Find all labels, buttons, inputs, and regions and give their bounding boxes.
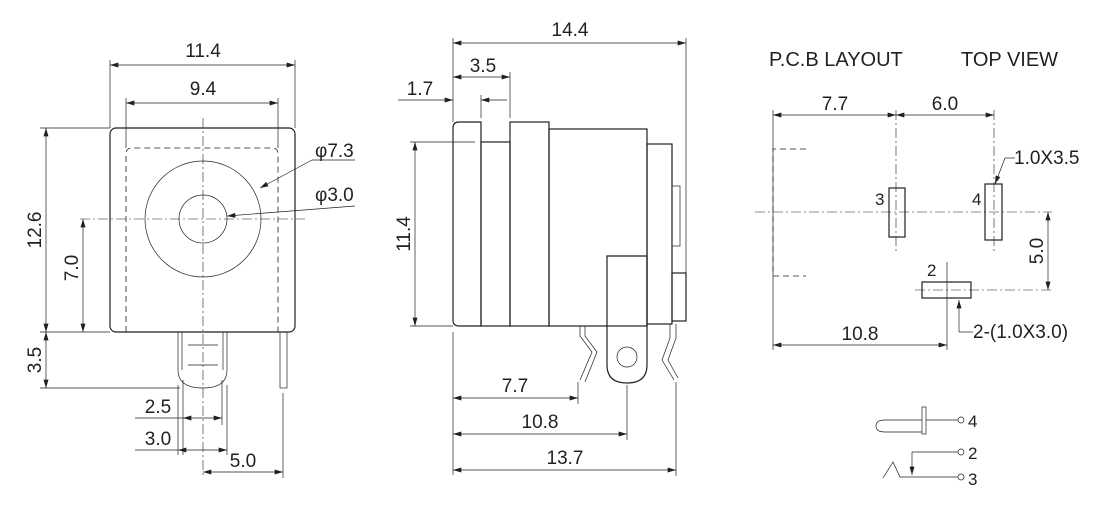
mounting-lug <box>606 255 648 384</box>
pcb-layout: P.C.B LAYOUT TOP VIEW 7.7 6.0 3 4 1.0X3.… <box>755 49 1080 350</box>
dim-pin3: 7.7 <box>822 94 848 115</box>
terminal-4 <box>957 416 965 424</box>
dim-height-total: 12.6 <box>25 212 46 249</box>
dim-flange-width: 1.7 <box>407 79 433 100</box>
schematic-pin-3: 3 <box>968 470 977 489</box>
body-outline-hidden <box>772 148 806 277</box>
dim-vertical: 5.0 <box>1027 238 1048 264</box>
dim-diameter-inner: φ3.0 <box>315 185 354 206</box>
wire-3-spring <box>882 461 958 479</box>
center-pin <box>177 332 228 389</box>
schematic-pin-2: 2 <box>968 444 977 463</box>
dim-center-height: 7.0 <box>62 255 83 281</box>
terminal-2 <box>957 448 965 456</box>
rear-tab <box>671 185 681 247</box>
leader-inner-diameter <box>226 205 356 218</box>
side-pin <box>279 331 288 389</box>
dim-width-inner: 9.4 <box>190 79 217 100</box>
side-view: 14.4 3.5 1.7 11.4 7.7 10.8 13.7 <box>394 20 687 476</box>
pad-size-4: 1.0X3.5 <box>1014 148 1080 169</box>
lug-hole <box>616 346 638 368</box>
second-flange <box>509 121 550 327</box>
pad-size-2: 2-(1.0X3.0) <box>973 322 1068 343</box>
dim-pin-length: 3.5 <box>25 347 46 373</box>
pad-3-label: 3 <box>875 190 884 209</box>
schematic-symbol: 4 2 3 <box>875 406 977 489</box>
front-flange <box>452 121 482 327</box>
dim-pin-2-position: 10.8 <box>522 412 559 433</box>
leader-outer-diameter <box>259 159 313 189</box>
top-view-label: TOP VIEW <box>961 49 1058 71</box>
dim-pin2: 10.8 <box>842 324 879 345</box>
neck <box>480 141 511 327</box>
pad-3 <box>888 187 906 238</box>
rear-body <box>646 143 673 325</box>
front-view: 11.4 9.4 12.6 7.0 3.5 φ7.3 φ3.0 2.5 3.0 … <box>25 41 356 478</box>
dim-pin-4-position: 13.7 <box>547 448 584 469</box>
terminal-3 <box>957 473 965 481</box>
leader-pad-4 <box>994 157 1006 185</box>
jack-body-outline <box>109 127 296 333</box>
pcb-layout-title: P.C.B LAYOUT <box>769 49 903 71</box>
dim-pin-width-a: 2.5 <box>145 397 171 418</box>
dim-diameter-outer: φ7.3 <box>315 141 354 162</box>
dim-length-total: 14.4 <box>552 20 589 41</box>
dim-flange-offset: 3.5 <box>470 56 496 77</box>
pin-3-lead <box>579 326 598 383</box>
inner-hidden-outline <box>125 147 279 332</box>
pad-4-label: 4 <box>972 190 981 209</box>
rear-contact <box>671 272 687 322</box>
wire-2 <box>911 451 958 474</box>
plug-symbol <box>875 419 922 433</box>
pad-2-label: 2 <box>927 261 936 280</box>
pin-4-lead <box>661 324 679 381</box>
pad-4 <box>984 183 1003 241</box>
plug-flange <box>921 406 927 435</box>
main-body <box>548 128 648 327</box>
dim-pin-3-position: 7.7 <box>502 376 528 397</box>
dim-pin-width-b: 3.0 <box>145 429 171 450</box>
dim-pin3-to-pin4: 6.0 <box>932 94 958 115</box>
dim-width-outer: 11.4 <box>185 41 221 62</box>
schematic-pin-4: 4 <box>968 412 977 431</box>
dim-pin-spacing: 5.0 <box>230 451 256 472</box>
dim-height: 11.4 <box>394 216 415 252</box>
center-pin-detail <box>181 332 224 370</box>
